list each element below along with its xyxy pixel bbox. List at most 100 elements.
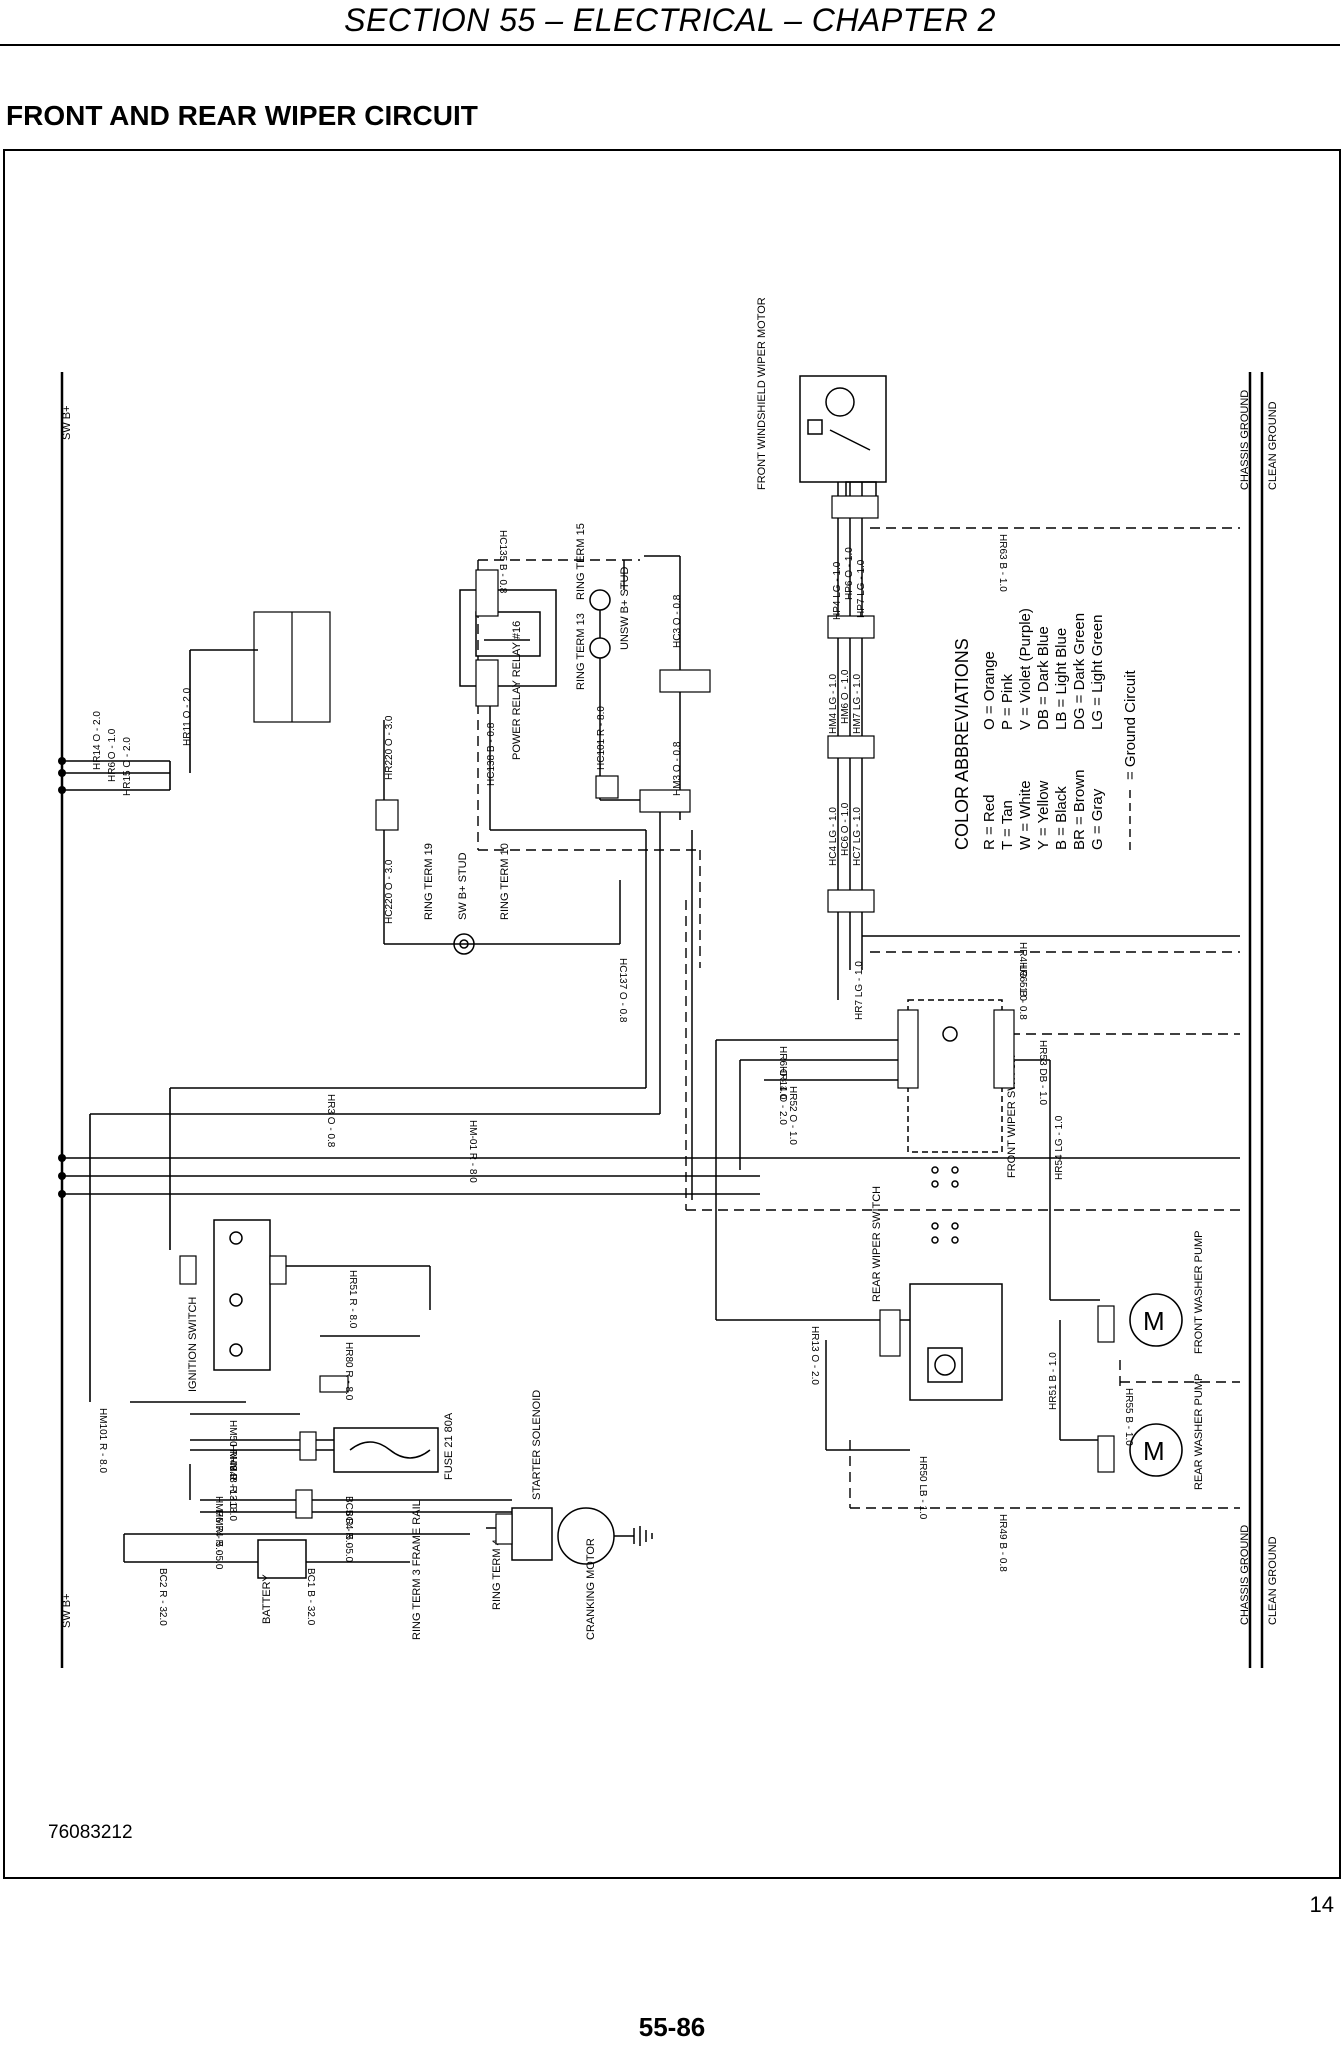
rear-washer-pump-label: REAR WASHER PUMP: [1193, 1374, 1205, 1490]
wire-bc2: BC2 R - 32.0: [157, 1568, 168, 1626]
wire-hr220: HR220 O - 3.0: [384, 715, 395, 780]
wire-hr6b: HR6 O - 1.0: [777, 1046, 788, 1100]
power-relay: [459, 589, 557, 687]
sw-bplus-label-top: SW B+: [61, 405, 73, 440]
wire-hr54: HR54 LG - 1.0: [1054, 1115, 1065, 1180]
ground-symbol: [639, 1526, 653, 1546]
cranking-motor-label: CRANKING MOTOR: [585, 1538, 597, 1640]
wire-hr3: HR3 O - 0.8: [325, 1094, 336, 1148]
wire-hr14b: HR14 O - 2.0: [777, 1066, 788, 1125]
wire-hm74: HM74 R - 5.0: [213, 1510, 224, 1570]
horizontal-buses: [62, 649, 1240, 1402]
ring-term-19-label: RING TERM 19: [423, 843, 435, 920]
front-wiper-switch: [907, 999, 1003, 1188]
page-number: 55-86: [638, 2012, 706, 2042]
wire-hc101: HC101 R - 8.0: [596, 706, 607, 770]
doc-number: 76083212: [48, 1822, 133, 1843]
wire-hc3: HC3 O - 0.8: [672, 594, 683, 648]
ring-term-10-label: RING TERM 10: [499, 843, 511, 920]
main-wiring: [123, 482, 1240, 1563]
fuse-21: [333, 1427, 439, 1473]
legend-left-6: G = Gray: [1089, 788, 1106, 850]
sw-stud-label: SW B+ STUD: [457, 852, 469, 920]
wire-hm76: HM76 R - 5.0: [213, 1496, 224, 1556]
wire-hr4: HR4 LG - 1.0: [1017, 942, 1028, 1001]
rear-washer-pump: M: [1129, 1423, 1183, 1477]
chassis-ground-label-top: CHASSIS GROUND: [1239, 390, 1251, 490]
legend-right-6: LG = Light Green: [1089, 615, 1106, 731]
connector-blocks: [179, 495, 1115, 1545]
legend-left-3: Y = Yellow: [1035, 780, 1052, 850]
wire-hc7: HC7 LG - 1.0: [852, 807, 863, 866]
wire-hm4: HM4 LG - 1.0: [828, 674, 839, 734]
wire-hr55: HR55 B - 1.0: [1123, 1388, 1134, 1446]
panel-number: 14: [1309, 1892, 1334, 1917]
wire-hr80: HR80 R - 8.0: [343, 1342, 354, 1401]
clean-ground-label-bottom: CLEAN GROUND: [1267, 1536, 1279, 1625]
section-header: SECTION 55 – ELECTRICAL – CHAPTER 2: [0, 0, 1340, 46]
power-relay-label: POWER RELAY RELAY #16: [511, 621, 523, 760]
wire-hr7: HR7 LG - 1.0: [854, 961, 865, 1020]
legend-right-3: DB = Dark Blue: [1035, 626, 1052, 730]
front-wiper-motor-label: FRONT WINDSHIELD WIPER MOTOR: [756, 297, 768, 490]
front-washer-pump-label: FRONT WASHER PUMP: [1193, 1231, 1205, 1354]
legend-right-0: O = Orange: [981, 651, 998, 730]
wire-bc4: BC4 R - 5.0: [343, 1510, 354, 1563]
wire-hc138: HC138 B - 0.8: [486, 722, 497, 786]
chassis-ground-label-bottom: CHASSIS GROUND: [1239, 1525, 1251, 1625]
wire-hr51: HR51 R - 8.0: [347, 1270, 358, 1329]
wire-hr53: HR53 DB - 1.0: [1037, 1040, 1048, 1105]
wire-hc4: HC4 LG - 1.0: [828, 807, 839, 866]
wire-hm50: HM50 R - 8.0: [227, 1420, 238, 1480]
legend-left-4: B = Black: [1053, 786, 1070, 850]
ring-term-4-label: RING TERM 4: [491, 1539, 503, 1610]
wire-hr52: HR52 O - 1.0: [787, 1086, 798, 1145]
legend-title: COLOR ABBREVIATIONS: [952, 638, 972, 850]
legend-ground-note: = Ground Circuit: [1122, 670, 1139, 780]
wire-hm3: HM3 O - 0.8: [672, 741, 683, 796]
diagram-frame: [3, 149, 1341, 1879]
front-wiper-motor: [799, 375, 887, 513]
wire-hm01: HM-01 R - 8.0: [467, 1120, 478, 1183]
wire-hr11: HR11 O - 2.0: [182, 687, 193, 746]
rear-wiper-switch-label: REAR WIPER SWITCH: [871, 1186, 883, 1302]
svg-text:M: M: [1143, 1306, 1165, 1336]
legend-left-5: BR = Brown: [1071, 770, 1088, 850]
starter: [511, 1507, 635, 1565]
wire-hc137: HC137 O - 0.8: [617, 958, 628, 1023]
starter-solenoid-label: STARTER SOLENOID: [531, 1390, 543, 1500]
rear-wiper-switch: [909, 1222, 1003, 1401]
legend-right-2: V = Violet (Purple): [1017, 608, 1034, 730]
wire-hc220: HC220 O - 3.0: [384, 859, 395, 924]
front-washer-pump: M: [1129, 1293, 1183, 1347]
legend-left-1: T = Tan: [999, 800, 1016, 850]
color-legend: COLOR ABBREVIATIONS R = Red T = Tan W = …: [952, 608, 1139, 850]
wire-hm7: HM7 LG - 1.0: [852, 674, 863, 734]
ring-term-13-label: RING TERM 13: [575, 613, 587, 690]
legend-right-5: DG = Dark Green: [1071, 613, 1088, 730]
wire-bc5: BC5 R - 5.0: [343, 1496, 354, 1549]
section-title: SECTION 55 – ELECTRICAL – CHAPTER 2: [344, 2, 996, 38]
legend-left-2: W = White: [1017, 780, 1034, 850]
fuse-block: [253, 611, 331, 723]
wire-hr15: HR15 O - 2.0: [122, 737, 133, 796]
wire-hr6: HR6 O - 1.0: [107, 728, 118, 782]
unsw-stud-label: UNSW B+ STUD: [619, 567, 631, 650]
legend-left-0: R = Red: [981, 795, 998, 850]
wire-hp6: HP6 O - 1.0: [844, 547, 855, 600]
wire-hc6: HC6 O - 1.0: [840, 802, 851, 856]
ground-circuits: [477, 527, 1240, 1509]
wire-hr50: HR50 LB - 1.0: [917, 1456, 928, 1520]
wire-hp7: HP7 LG - 1.0: [856, 559, 867, 618]
wire-hr63: HR63 B - 1.0: [997, 534, 1008, 592]
fuse-21-label: FUSE 21 80A: [443, 1412, 455, 1480]
battery: [257, 1539, 307, 1579]
wire-hr49: HR49 B - 0.8: [997, 1514, 1008, 1572]
svg-text:M: M: [1143, 1436, 1165, 1466]
wire-hr51b: HR51 B - 1.0: [1048, 1352, 1059, 1410]
sw-bplus-label-bottom: SW B+: [61, 1593, 73, 1628]
legend-right-4: LB = Light Blue: [1053, 628, 1070, 730]
wire-hp4: HP4 LG - 1.0: [832, 561, 843, 620]
wire-hc135: HC135 B - 0.8: [497, 530, 508, 594]
